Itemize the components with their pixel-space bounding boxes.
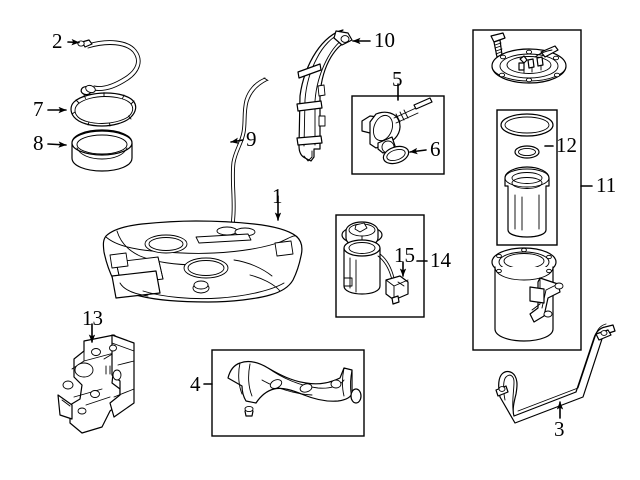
part-fuel-tank-skid-plate: [227, 361, 362, 417]
part-fuel-filler-neck-ring: [71, 129, 133, 172]
callout-1: 1: [272, 184, 283, 208]
callout-15: 15: [394, 243, 415, 267]
part-fuel-filter: [500, 113, 554, 238]
pump-assembly-box: [335, 214, 425, 318]
leader-9: [230, 137, 244, 144]
leader-8: [47, 141, 67, 148]
callout-11: 11: [596, 173, 617, 197]
part-fuel-pump-assembly: [341, 221, 395, 295]
part-fuel-tank: [102, 220, 303, 303]
leader-6: [409, 147, 427, 155]
leader-lines: [47, 37, 593, 419]
callout-7: 7: [33, 97, 44, 121]
callout-12: 12: [556, 133, 577, 157]
part-fuel-level-sensor: [385, 275, 409, 305]
part-fuel-tank-bracket: [57, 334, 135, 434]
callout-9: 9: [246, 127, 257, 151]
pump-module-box: [472, 29, 582, 351]
part-fuel-cap-tether: [77, 39, 141, 96]
callout-14: 14: [430, 248, 451, 272]
skid-plate-box: [211, 349, 365, 437]
part-regulator-o-ring: [382, 145, 410, 165]
callout-8: 8: [33, 131, 44, 155]
callout-2: 2: [52, 29, 63, 53]
module-reservoir: [491, 247, 564, 342]
part-fuel-pressure-regulator: [361, 97, 433, 154]
callout-13: 13: [82, 306, 103, 330]
leader-2: [67, 38, 80, 46]
callout-3: 3: [554, 417, 565, 441]
part-fuel-filler-pipe: [296, 29, 353, 162]
callout-10: 10: [374, 28, 395, 52]
callout-6: 6: [430, 137, 441, 161]
callout-4: 4: [190, 372, 201, 396]
module-top-cover: [491, 45, 567, 84]
part-fuel-vent-hose: [229, 77, 269, 255]
part-fuel-filler-cap: [70, 92, 137, 127]
regulator-box: [351, 95, 445, 175]
callout-5: 5: [392, 67, 403, 91]
filter-box: [496, 109, 558, 246]
